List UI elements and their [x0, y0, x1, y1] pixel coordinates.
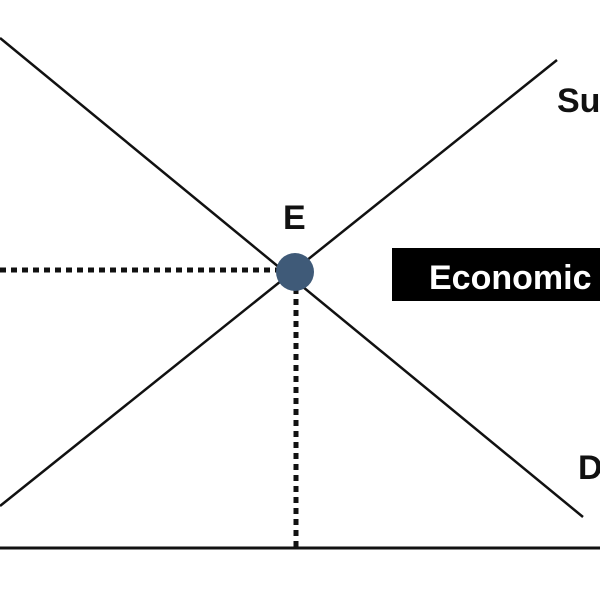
equilibrium-point: [276, 253, 314, 291]
banner-text: Economic: [429, 259, 591, 297]
banner-box: [392, 248, 600, 301]
equilibrium-label: E: [283, 199, 306, 237]
supply-curve: [0, 59, 558, 507]
supply-label: Su: [557, 82, 600, 120]
demand-label: D: [578, 449, 600, 487]
